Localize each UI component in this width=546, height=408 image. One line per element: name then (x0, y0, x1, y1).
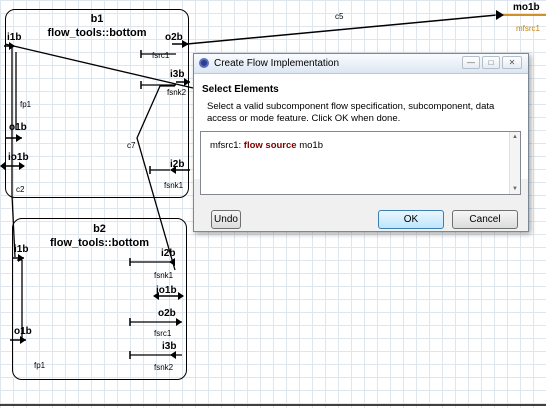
b2-i1b-label: i1b (14, 244, 29, 255)
b2-fsnk2-label: fsnk2 (154, 363, 174, 372)
dialog-heading: Select Elements (202, 84, 279, 95)
dialog-titlebar[interactable]: Create Flow Implementation — □ ✕ (194, 54, 528, 74)
b2-i1b-port[interactable] (12, 254, 24, 262)
mo1b-arrow-icon (496, 10, 504, 20)
ok-button[interactable]: OK (378, 210, 444, 229)
list-item-kind: flow source (243, 140, 297, 151)
minimize-button[interactable]: — (462, 56, 480, 69)
maximize-button[interactable]: □ (482, 56, 500, 69)
b1-fsnk1-label: fsnk1 (164, 181, 184, 190)
connection-line[interactable] (4, 43, 194, 89)
scroll-up-icon[interactable]: ▲ (512, 134, 518, 140)
b2-i3b-label: i3b (162, 341, 177, 352)
connection-c5-line[interactable] (186, 14, 498, 45)
create-flow-dialog[interactable]: Create Flow Implementation — □ ✕ Select … (193, 53, 529, 232)
b2-i3b-port[interactable] (129, 351, 182, 359)
b1-o2b-port[interactable] (172, 40, 189, 48)
undo-button[interactable]: Undo (211, 210, 241, 229)
b1-fp1-label: fp1 (20, 100, 32, 109)
list-item[interactable]: mfsrc1: flow source mo1b (210, 140, 323, 151)
b1-fsrc1-label: fsrc1 (152, 51, 170, 60)
b1-i3b-label: i3b (170, 69, 185, 80)
connection-c7-line[interactable] (136, 85, 176, 271)
mo1b-port-label: mo1b (513, 2, 540, 13)
b1-o1b-port[interactable] (5, 134, 22, 142)
b2-fp1-label: fp1 (34, 361, 46, 370)
b1-name: b1 (90, 13, 104, 25)
b1-i3b-port[interactable] (176, 78, 190, 86)
mfsrc1-label: mfsrc1 (516, 24, 540, 33)
b2-component[interactable]: b2 flow_tools::bottom (12, 218, 187, 380)
c5-connection-label: c5 (335, 12, 344, 21)
dialog-title: Create Flow Implementation (214, 58, 340, 69)
selection-list[interactable]: mfsrc1: flow source mo1b ▲ ▼ (200, 131, 521, 195)
list-item-name: mfsrc1: (210, 140, 242, 151)
b1-io1b-port[interactable] (0, 162, 25, 170)
b2-i2b-port[interactable] (169, 258, 175, 266)
b2-i2b-label: i2b (161, 248, 176, 259)
b1-component[interactable]: b1 flow_tools::bottom (5, 9, 189, 198)
b1-io1b-label: io1b (8, 152, 29, 163)
b1-type: flow_tools::bottom (47, 27, 147, 39)
list-item-port: mo1b (299, 140, 323, 151)
b2-o1b-label: o1b (14, 326, 32, 337)
cancel-button[interactable]: Cancel (452, 210, 518, 229)
eclipse-icon (199, 58, 209, 68)
dialog-message: Select a valid subcomponent flow specifi… (207, 101, 495, 124)
b2-io1b-label: io1b (156, 285, 177, 296)
b1-fsnk2-label: fsnk2 (167, 88, 187, 97)
b1-i2b-label: i2b (170, 159, 185, 170)
list-scrollbar[interactable]: ▲ ▼ (509, 132, 520, 194)
close-button[interactable]: ✕ (502, 56, 522, 69)
b2-name: b2 (93, 223, 106, 235)
scroll-down-icon[interactable]: ▼ (512, 186, 518, 192)
b1-o2b-label: o2b (165, 32, 183, 43)
b2-o2b-label: o2b (158, 308, 176, 319)
b1-o1b-label: o1b (9, 122, 27, 133)
c2-connection-label: c2 (16, 185, 25, 194)
b2-type: flow_tools::bottom (50, 237, 149, 249)
b2-fsnk1-label: fsnk1 (154, 271, 174, 280)
c7-connection-label: c7 (127, 141, 136, 150)
b1-i2b-port[interactable] (170, 166, 190, 174)
b1-i1b-label: i1b (7, 32, 22, 43)
b2-io1b-port[interactable] (153, 292, 184, 300)
b2-fsrc1-label: fsrc1 (154, 329, 172, 338)
b2-o2b-port[interactable] (129, 318, 182, 326)
